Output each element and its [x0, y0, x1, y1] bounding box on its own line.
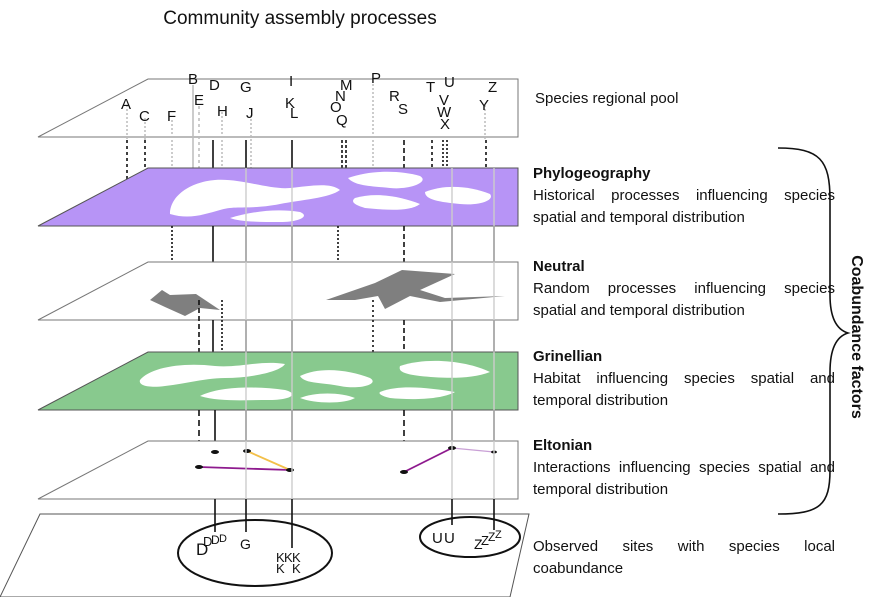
- species-letter-k: K: [285, 95, 295, 112]
- species-letter-i: I: [289, 73, 293, 90]
- species-letter-x: X: [440, 116, 450, 133]
- species-lines-gray-through: [245, 168, 495, 499]
- site1-letter-k: K: [276, 550, 285, 565]
- layer-title: Neutral: [533, 258, 585, 275]
- site1-letter-g: G: [240, 536, 251, 552]
- site2-letter-z: Z: [481, 533, 489, 548]
- observed-plane: [0, 513, 530, 597]
- site1-letter-k: K: [292, 561, 301, 576]
- species-letter-n: N: [335, 88, 346, 105]
- layer-title: Eltonian: [533, 437, 593, 454]
- species-letter-d: D: [209, 77, 220, 94]
- eltonian-nodes: [195, 446, 497, 474]
- site1-letter-k: K: [276, 561, 285, 576]
- species-letter-c: C: [139, 108, 150, 125]
- species-letter-j: J: [246, 105, 254, 122]
- regional-pool-label: Species regional pool: [535, 90, 679, 107]
- species-letter-r: R: [389, 88, 400, 105]
- site1-letter-k: K: [284, 550, 293, 565]
- site1-letter-d: D: [196, 540, 208, 559]
- species-letter-f: F: [167, 108, 176, 125]
- site2-letter-z: Z: [474, 536, 483, 552]
- species-letter-p: P: [371, 70, 381, 87]
- layer-description: Historical processes influencing species…: [533, 187, 835, 226]
- site2-letter-z: Z: [488, 530, 495, 544]
- layer-description: Habitat influencing species spatial and …: [533, 370, 835, 409]
- species-letter-h: H: [217, 103, 228, 120]
- layer-phylogeography: Phylogeography Historical processes infl…: [533, 163, 835, 229]
- species-letter-t: T: [426, 79, 435, 96]
- species-letter-b: B: [188, 71, 198, 88]
- species-letter-m: M: [340, 77, 353, 94]
- layer-grinellian: Grinellian Habitat influencing species s…: [533, 346, 835, 412]
- site1-letter-d: D: [203, 534, 212, 549]
- site2-letter-u: U: [444, 530, 455, 547]
- neutral-gray-shapes: [150, 270, 505, 316]
- layer-eltonian: Eltonian Interactions influencing specie…: [533, 435, 835, 501]
- species-lines-bottom: [214, 499, 495, 548]
- coabundance-factors-label: Coabundance factors: [848, 255, 865, 419]
- species-letter-s: S: [398, 101, 408, 118]
- species-letter-o: O: [330, 99, 342, 116]
- site-1-ellipse: [177, 519, 333, 587]
- species-letter-w: W: [437, 104, 452, 121]
- eltonian-interactions: [198, 447, 495, 473]
- site2-letter-u: U: [432, 530, 443, 547]
- layer-title: Grinellian: [533, 348, 603, 365]
- layer-title: Phylogeography: [533, 165, 651, 182]
- species-lines-top-gray: [126, 84, 486, 175]
- site2-letter-z: Z: [495, 529, 502, 541]
- species-letter-a: A: [121, 96, 131, 113]
- page-title: Community assembly processes: [163, 8, 437, 29]
- species-letter-u: U: [444, 74, 455, 91]
- neutral-plane: [37, 261, 519, 321]
- species-letter-l: L: [290, 105, 298, 122]
- species-letter-z: Z: [488, 79, 497, 96]
- species-letter-v: V: [439, 92, 449, 109]
- grinellian-plane: [37, 351, 519, 411]
- layer-description: Random processes influencing species spa…: [533, 280, 835, 319]
- regional-pool-plane: [37, 78, 519, 138]
- coabundance-bracket: [777, 147, 851, 515]
- species-letter-q: Q: [336, 112, 348, 129]
- phylogeography-white-patches: [170, 171, 491, 222]
- grinellian-white-patches: [139, 360, 490, 403]
- species-letter-y: Y: [479, 97, 489, 114]
- layer-description: Interactions influencing species spatial…: [533, 459, 835, 498]
- species-letter-e: E: [194, 92, 204, 109]
- site-2-ellipse: [419, 516, 521, 558]
- site1-letter-d: D: [219, 533, 227, 545]
- site1-letter-d: D: [211, 533, 220, 547]
- site1-letter-k: K: [292, 550, 301, 565]
- layer-neutral: Neutral Random processes influencing spe…: [533, 256, 835, 322]
- species-letter-g: G: [240, 79, 252, 96]
- observed-sites-label: Observed sites with species local coabun…: [533, 538, 835, 577]
